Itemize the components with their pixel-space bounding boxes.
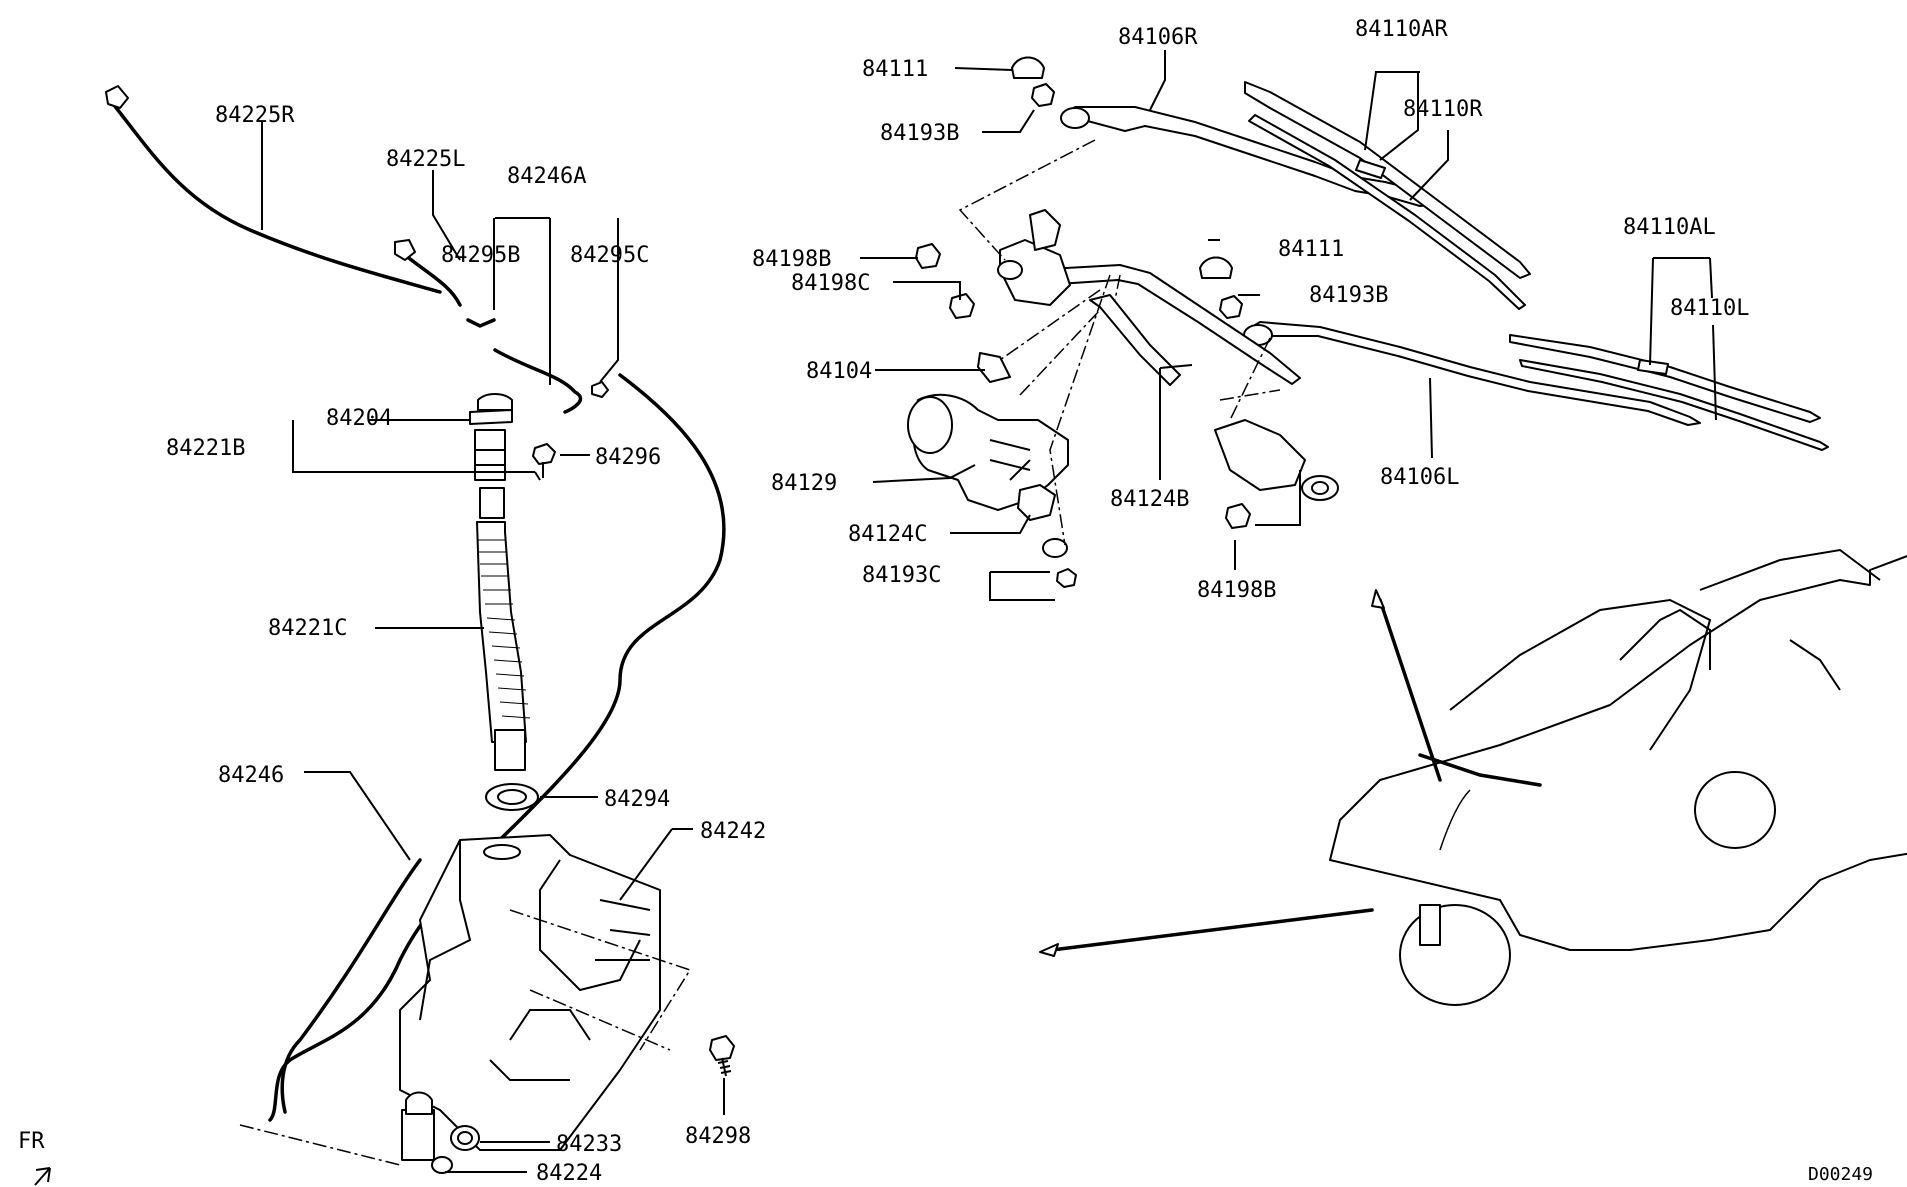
bolts-84198 — [915, 243, 1251, 529]
label-84224: 84224 — [536, 1161, 602, 1186]
pivot-84124C-left — [997, 209, 1071, 306]
gasket-84294 — [485, 783, 539, 811]
label-84225L: 84225L — [386, 147, 465, 172]
bolt-84298 — [709, 1035, 735, 1077]
label-84296: 84296 — [595, 445, 661, 470]
label-84110L: 84110L — [1670, 296, 1749, 321]
nuts-84193B — [1031, 83, 1243, 319]
caps-84111 — [1011, 56, 1233, 279]
pump-84224 — [401, 1091, 453, 1174]
front-direction-marker — [34, 1167, 51, 1186]
hose-84246 — [280, 858, 422, 1114]
label-84193B-mid: 84193B — [1309, 283, 1388, 308]
wiper-blade-84110L — [1509, 334, 1829, 451]
clip-84296 — [532, 443, 556, 478]
hose-84246A — [268, 318, 726, 1122]
label-84246A: 84246A — [507, 164, 586, 189]
label-84225R: 84225R — [215, 103, 295, 128]
label-84110AL: 84110AL — [1623, 215, 1716, 240]
label-84233: 84233 — [556, 1132, 622, 1157]
label-84295C: 84295C — [570, 243, 649, 268]
label-84198B-right: 84198B — [1197, 578, 1276, 603]
wiper-motor-84129 — [907, 393, 1069, 511]
label-84129: 84129 — [771, 471, 837, 496]
label-84110R: 84110R — [1403, 97, 1483, 122]
label-84111-top: 84111 — [862, 57, 928, 82]
label-84204: 84204 — [326, 406, 392, 431]
part-labels: 84225R 84225L 84246A 84295B 84295C 84204… — [18, 17, 1873, 1186]
hose-route-line — [239, 1124, 401, 1166]
pivot-right — [1214, 419, 1339, 501]
label-84198B-left: 84198B — [752, 247, 831, 272]
filler-hose-84221C — [476, 521, 531, 771]
label-84111-mid: 84111 — [1278, 237, 1344, 262]
wiper-blade-84110R — [1244, 81, 1531, 310]
nuts-84193C — [1042, 538, 1077, 588]
label-84106L: 84106L — [1380, 465, 1459, 490]
label-84110AR: 84110AR — [1355, 17, 1448, 42]
label-84294: 84294 — [604, 787, 670, 812]
washer-hose-84225R — [105, 85, 442, 294]
leader-lines-right — [860, 50, 1717, 601]
label-84193B-top: 84193B — [880, 121, 959, 146]
label-84242: 84242 — [700, 819, 766, 844]
label-84104: 84104 — [806, 359, 872, 384]
washer-hose-84225L — [394, 239, 462, 307]
wiper-arm-84106L — [1243, 321, 1701, 426]
label-84198C: 84198C — [791, 271, 870, 296]
grommet-84233 — [450, 1125, 480, 1151]
leader-lines-left — [261, 122, 725, 1173]
vehicle-outline — [1039, 548, 1907, 1006]
label-84124B: 84124B — [1110, 487, 1189, 512]
label-84246: 84246 — [218, 763, 284, 788]
label-84295B: 84295B — [441, 243, 520, 268]
drawing-code: D00249 — [1808, 1164, 1873, 1185]
label-84193C: 84193C — [862, 563, 941, 588]
label-84221C: 84221C — [268, 616, 347, 641]
link-84104 — [977, 352, 1011, 383]
label-84221B: 84221B — [166, 436, 245, 461]
label-84106R: 84106R — [1118, 25, 1198, 50]
washer-tank-84242 — [399, 834, 692, 1151]
label-84298: 84298 — [685, 1124, 751, 1149]
filler-cap-84204 — [469, 393, 513, 425]
label-84124C: 84124C — [848, 522, 927, 547]
bracket-84124C — [1017, 484, 1056, 521]
filler-neck-84221B — [474, 429, 506, 519]
fr-label: FR — [18, 1129, 45, 1154]
